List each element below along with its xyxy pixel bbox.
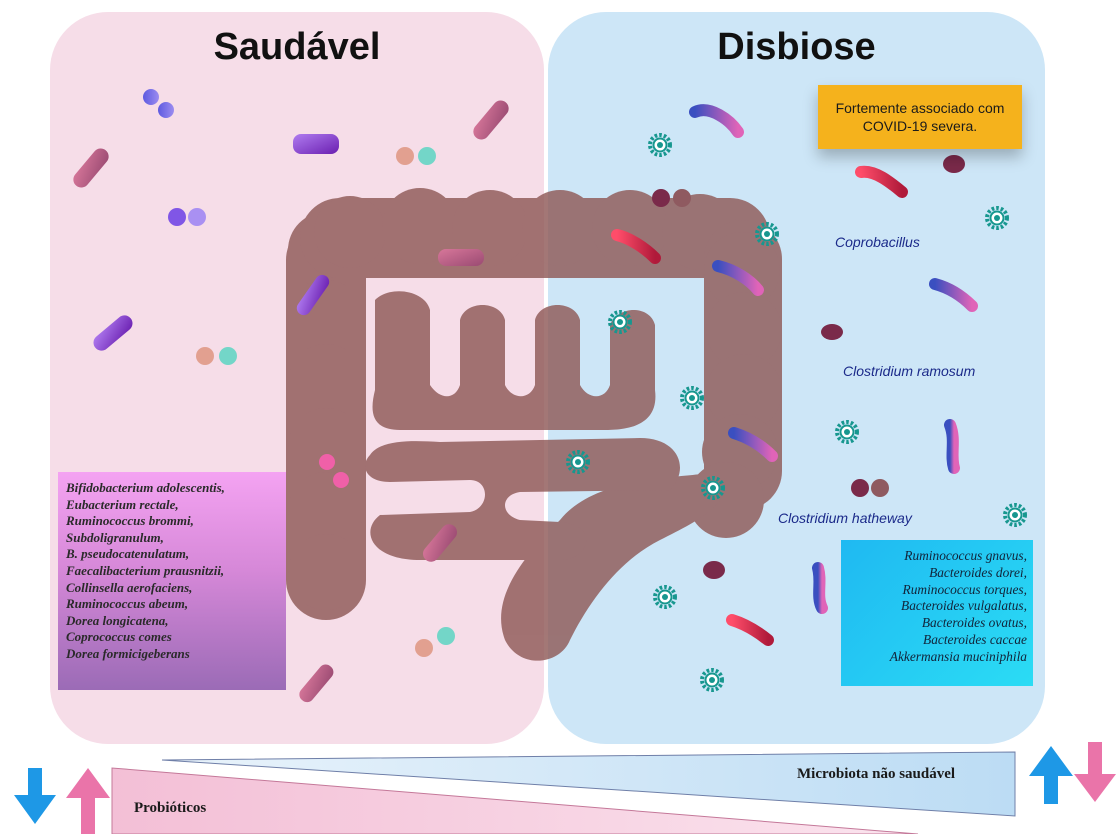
dysbiosis-species-list: Ruminococcus gnavus, Bacteroides dorei, …: [841, 540, 1033, 686]
list-item: Dorea formicigeberans: [66, 646, 280, 663]
label-coprobacillus: Coprobacillus: [835, 234, 920, 250]
callout-line-2: COVID-19 severa.: [863, 118, 977, 134]
callout-line-1: Fortemente associado com: [836, 100, 1005, 116]
list-item: Akkermansia muciniphila: [847, 649, 1027, 666]
list-item: Coprococcus comes: [66, 629, 280, 646]
list-item: B. pseudocatenulatum,: [66, 546, 280, 563]
intestine-icon: [286, 188, 782, 661]
arrow-down-icon: [1074, 742, 1116, 802]
list-item: Subdoligranulum,: [66, 530, 280, 547]
label-clostridium-hatheway: Clostridium hatheway: [778, 510, 912, 526]
list-item: Faecalibacterium prausnitzii,: [66, 563, 280, 580]
list-item: Bifidobacterium adolescentis,: [66, 480, 280, 497]
arrow-up-icon: [66, 768, 110, 834]
list-item: Ruminococcus abeum,: [66, 596, 280, 613]
arrow-up-icon: [1029, 746, 1073, 804]
list-item: Dorea longicatena,: [66, 613, 280, 630]
list-item: Ruminococcus brommi,: [66, 513, 280, 530]
list-item: Collinsella aerofaciens,: [66, 580, 280, 597]
unhealthy-microbiota-label: Microbiota não saudável: [797, 766, 955, 783]
list-item: Bacteroides dorei,: [847, 565, 1027, 582]
label-clostridium-ramosum: Clostridium ramosum: [843, 363, 975, 379]
list-item: Eubacterium rectale,: [66, 497, 280, 514]
list-item: Ruminococcus torques,: [847, 582, 1027, 599]
list-item: Bacteroides caccae: [847, 632, 1027, 649]
severe-covid-callout: Fortemente associado com COVID-19 severa…: [818, 85, 1022, 149]
probiotics-label: Probióticos: [134, 800, 206, 817]
list-item: Ruminococcus gnavus,: [847, 548, 1027, 565]
arrow-down-icon: [14, 768, 56, 824]
list-item: Bacteroides vulgalatus,: [847, 598, 1027, 615]
healthy-species-list: Bifidobacterium adolescentis, Eubacteriu…: [58, 472, 286, 690]
list-item: Bacteroides ovatus,: [847, 615, 1027, 632]
